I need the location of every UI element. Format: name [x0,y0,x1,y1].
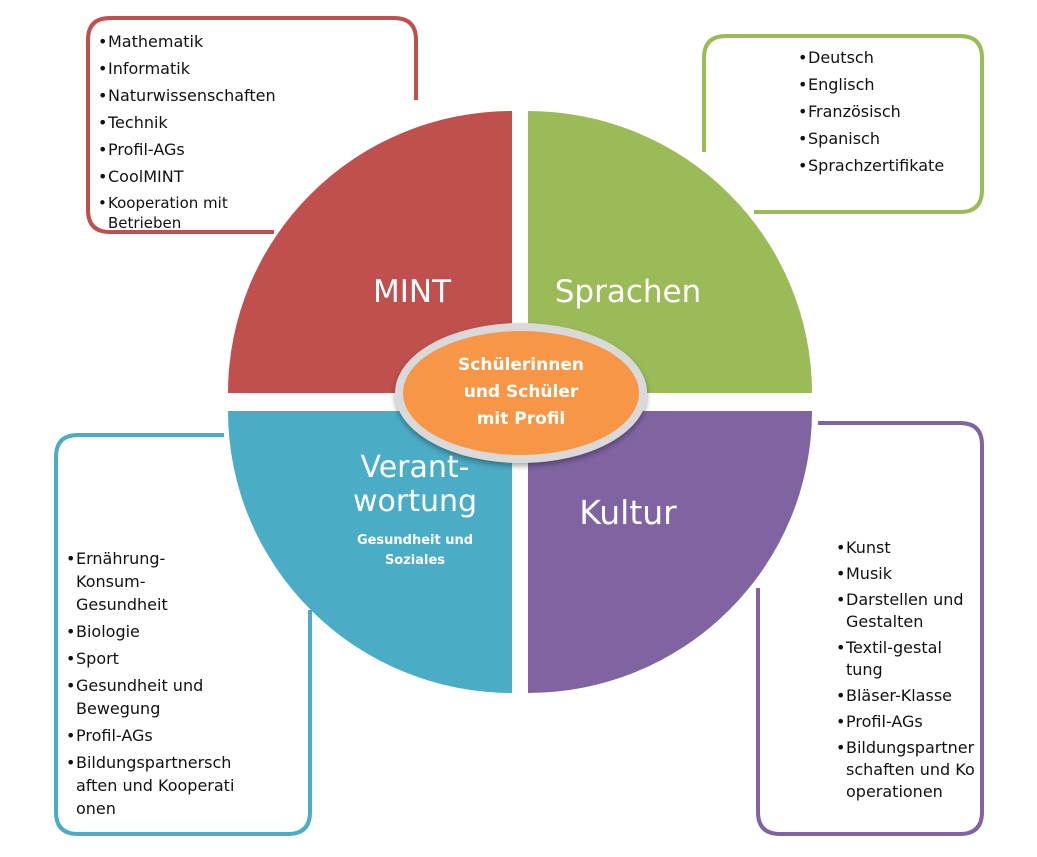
verantwortung-subtitle-line1: Gesundheit und [356,533,474,548]
sprachen-box-border [702,34,984,214]
list-item: CoolMINT [98,167,398,187]
list-item: Profil-AGs [836,711,976,733]
list-item: Biologie [66,620,236,643]
kultur-box-border [756,421,984,836]
verantwortung-subtitle-line2: Soziales [384,553,446,568]
list-item: Musik [836,563,976,585]
list-item: Sport [66,647,236,670]
list-item: Spanisch [798,129,978,149]
list-item: Kooperation mit Betrieben [98,193,258,233]
list-item: Französisch [798,102,978,122]
center-label: Schülerinnen und Schüler mit Profil [458,355,584,429]
verantwortung-title-line2: wortung [352,484,478,519]
quadrant-mint [228,111,512,393]
list-item: Textil-gestaltung [836,637,946,681]
sprachen-list: Deutsch Englisch Französisch Spanisch Sp… [798,48,978,183]
quadrant-sprachen [528,111,812,393]
list-item: Profil-AGs [98,140,398,160]
list-item: Kunst [836,537,976,559]
center-ellipse [403,331,639,455]
list-item: Informatik [98,59,398,79]
list-item: Mathematik [98,32,398,52]
list-item: Bläser-Klasse [836,685,976,707]
list-item: Ernährung-Konsum-Gesundheit [66,547,186,616]
list-item: Sprachzertifikate [798,156,978,176]
list-item: Darstellen und Gestalten [836,589,976,633]
quadrant-verantwortung [228,411,512,693]
list-item: Bildungspartnerschaften und Kooperatione… [836,737,978,803]
sprachen-title: Sprachen [554,274,702,310]
list-item: Gesundheit und Bewegung [66,674,226,720]
mint-title: MINT [372,274,451,310]
list-item: Naturwissenschaften [98,86,398,106]
mint-box-border [86,16,418,234]
verantwortung-title-line1: Verant- [360,450,470,485]
kultur-list: Kunst Musik Darstellen und Gestalten Tex… [836,537,976,809]
list-item: Technik [98,113,398,133]
quadrant-kultur [528,411,812,693]
verantwortung-list: Ernährung-Konsum-Gesundheit Biologie Spo… [66,547,236,826]
list-item: Englisch [798,75,978,95]
verantwortung-box-border [54,433,312,836]
list-item: Bildungspartnerschaften und Kooperatione… [66,751,236,820]
kultur-title: Kultur [579,493,677,532]
list-item: Deutsch [798,48,978,68]
mint-list: Mathematik Informatik Naturwissenschafte… [98,32,398,239]
list-item: Profil-AGs [66,724,236,747]
